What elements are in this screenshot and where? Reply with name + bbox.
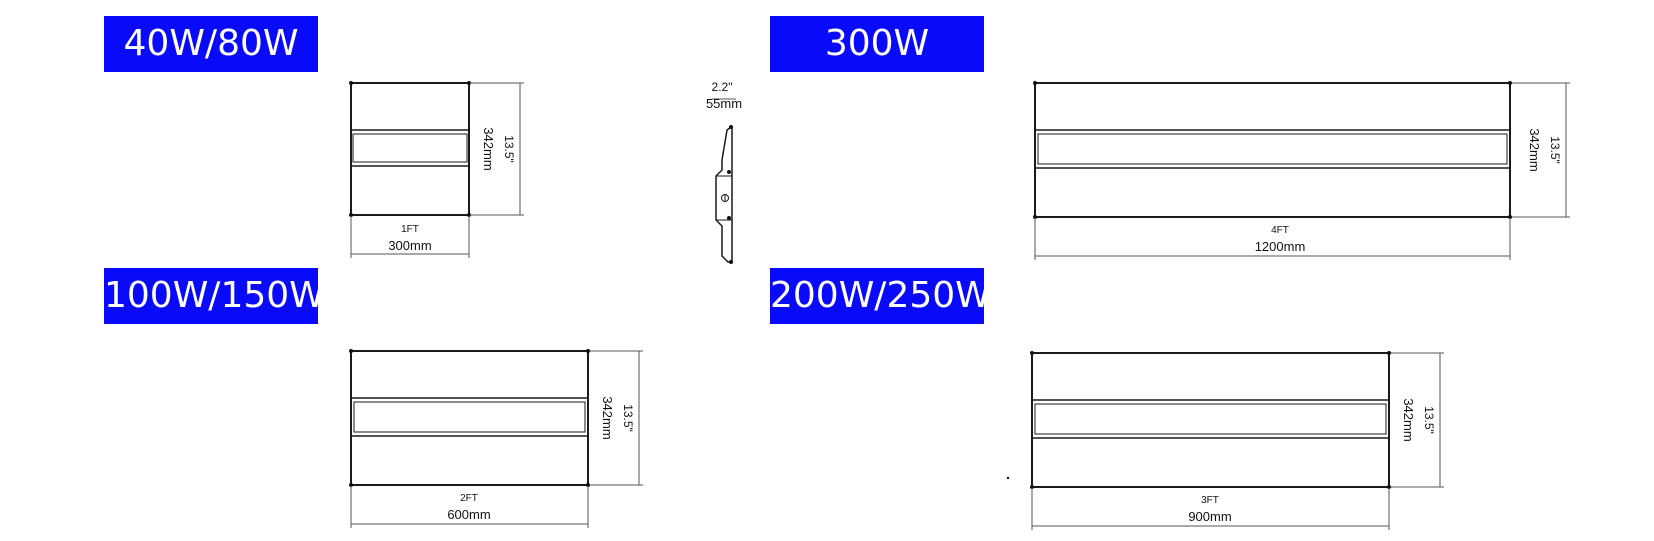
- fixture-2ft-len-mm: 600mm: [447, 507, 490, 522]
- label-200w-250w: 200W/250W: [770, 268, 991, 324]
- fixture-3ft-len-ft: 3FT: [1201, 495, 1219, 506]
- fixture-4ft-len-ft: 4FT: [1271, 225, 1289, 236]
- fixture-1ft-h-in: 13.5": [502, 135, 516, 163]
- fixture-3ft-h-in: 13.5": [1422, 406, 1436, 434]
- fixture-3ft-drawing: [1006, 351, 1444, 530]
- fixture-4ft-h-mm: 342mm: [1527, 128, 1542, 171]
- fixture-4ft-drawing: [1033, 81, 1570, 260]
- fixture-4ft-len-mm: 1200mm: [1255, 239, 1306, 254]
- fixture-3ft-len-mm: 900mm: [1188, 509, 1231, 524]
- fixture-1ft-len-mm: 300mm: [388, 238, 431, 253]
- fixture-1ft-h-mm: 342mm: [481, 127, 496, 170]
- fixture-4ft-h-in: 13.5": [1548, 136, 1562, 164]
- side-view-drawing: [712, 98, 736, 264]
- side-depth-in: 2.2": [712, 80, 733, 94]
- fixture-2ft-len-ft: 2FT: [460, 493, 478, 504]
- label-300w: 300W: [770, 16, 984, 72]
- fixture-2ft-h-in: 13.5": [621, 404, 635, 432]
- fixture-1ft-len-ft: 1FT: [401, 224, 419, 235]
- label-40w-80w: 40W/80W: [104, 16, 318, 72]
- fixture-1ft-drawing: [349, 81, 524, 258]
- label-100w-150w: 100W/150W: [104, 268, 325, 324]
- side-depth-mm: 55mm: [706, 96, 742, 111]
- fixture-2ft-h-mm: 342mm: [600, 396, 615, 439]
- fixture-3ft-h-mm: 342mm: [1401, 398, 1416, 441]
- fixture-2ft-drawing: [349, 349, 643, 528]
